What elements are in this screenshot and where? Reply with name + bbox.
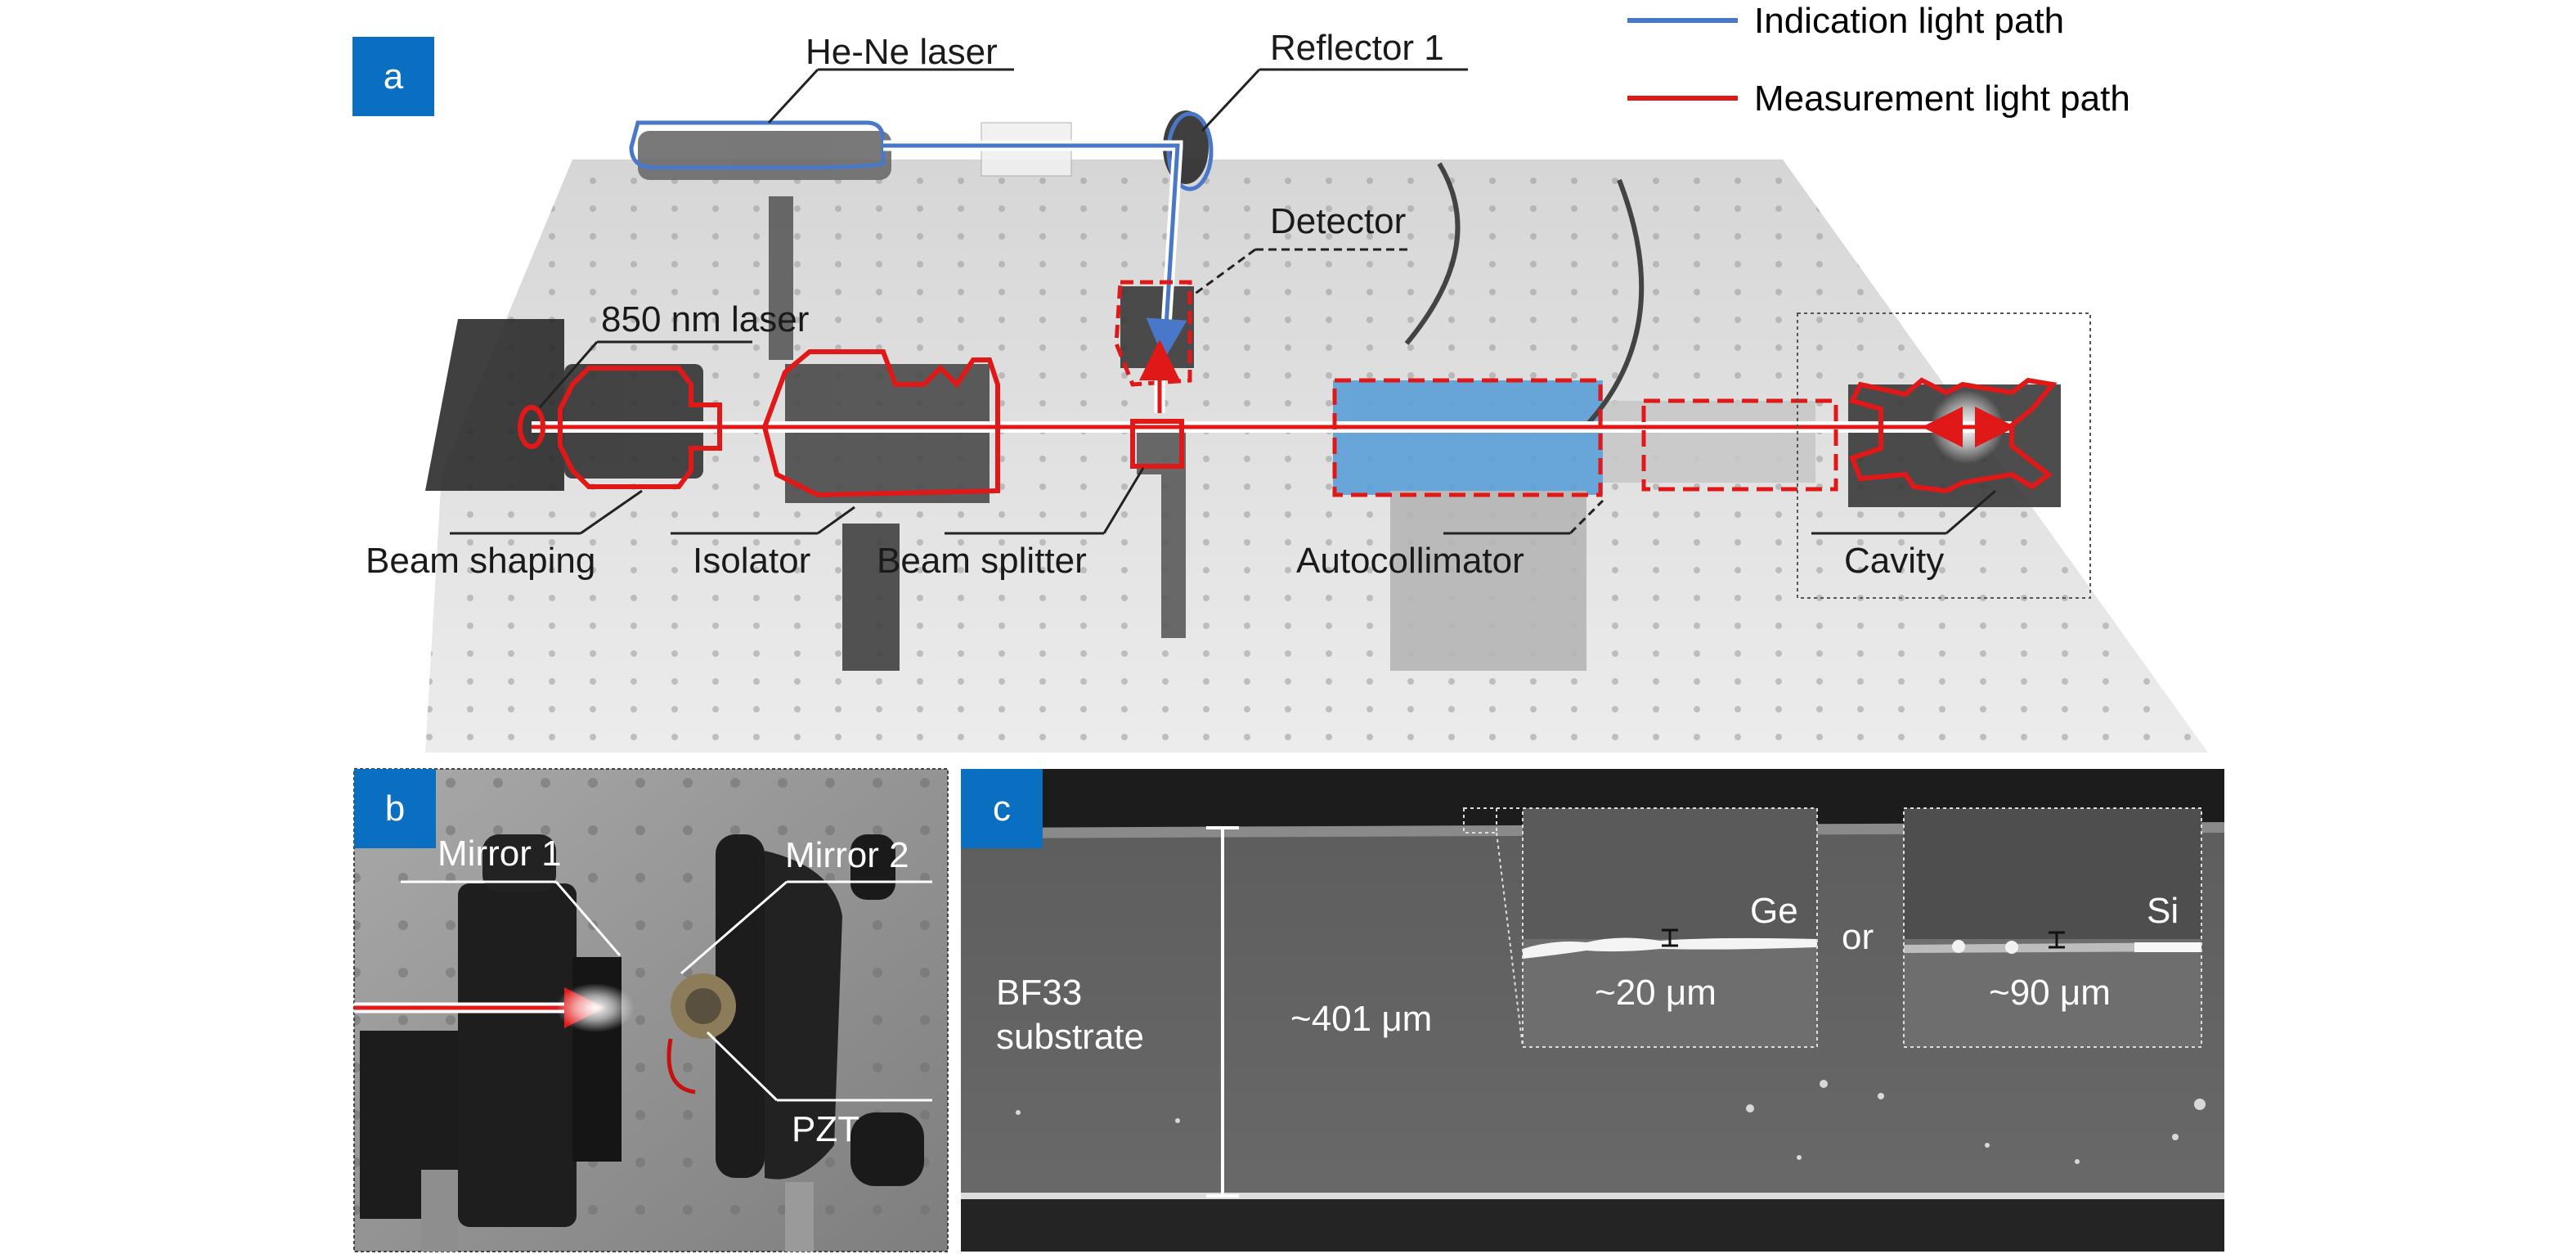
- panel-c: Ge ~20 μm or Si ~90 μm BF33 substrate ~4…: [961, 769, 2224, 1252]
- leader-lines: [450, 68, 1996, 535]
- label-beam-splitter: Beam splitter: [877, 541, 1087, 581]
- beam-shaping-outline: [558, 366, 722, 489]
- substrate-word: substrate: [996, 1017, 1144, 1057]
- laser850-outline: [518, 405, 545, 449]
- thickness-scale-bar: [1206, 826, 1239, 1198]
- inset-si-material: Si: [2147, 891, 2179, 931]
- label-autocollimator: Autocollimator: [1296, 541, 1524, 581]
- panel-a-label-box: [352, 37, 434, 116]
- component-labels: He-Ne laser Reflector 1 Detector 850 nm …: [366, 28, 1944, 581]
- panel-c-label: c: [993, 789, 1011, 829]
- legend: Indication light path Measurement light …: [1627, 1, 2130, 119]
- substrate-name: BF33: [996, 973, 1082, 1013]
- label-mirror2: Mirror 2: [785, 835, 909, 875]
- mirror-mounts: [360, 834, 924, 1252]
- indication-light-path: [629, 111, 1214, 360]
- sem-particles: [1016, 1080, 2206, 1164]
- hene-laser-outline: [629, 120, 886, 170]
- isolator-outline: [761, 349, 1000, 498]
- cavity-outline: [1848, 377, 2058, 494]
- inset-ge-material: Ge: [1750, 891, 1798, 931]
- panel-c-label-box: [961, 769, 1043, 848]
- zoom-source-box: [1463, 807, 1497, 834]
- indication-beam: [883, 143, 1187, 360]
- label-850nm-laser: 850 nm laser: [601, 299, 809, 339]
- panel-a: a Indication light path Measurement ligh…: [352, 1, 2208, 753]
- inset-ge: Ge ~20 μm: [1522, 807, 1818, 1048]
- inset-si-thickness: ~90 μm: [1989, 973, 2111, 1013]
- cavity-region-box: [1797, 312, 2091, 599]
- panel-b-leaders: [401, 880, 932, 1102]
- panel-b-label: b: [385, 789, 405, 829]
- substrate-thickness: ~401 μm: [1290, 999, 1432, 1039]
- reflector1-outline: [1166, 111, 1214, 191]
- label-mirror1: Mirror 1: [438, 834, 562, 874]
- legend-indication-label: Indication light path: [1754, 1, 2064, 41]
- label-hene-laser: He-Ne laser: [806, 32, 998, 72]
- measurement-light-path: [518, 280, 2091, 599]
- inset-ge-thickness: ~20 μm: [1595, 973, 1717, 1013]
- panel-a-label: a: [384, 56, 404, 97]
- legend-measurement-label: Measurement light path: [1754, 79, 2130, 119]
- label-reflector1: Reflector 1: [1270, 28, 1444, 68]
- panel-b-labels: Mirror 1 Mirror 2 PZT: [438, 834, 909, 1149]
- label-isolator: Isolator: [693, 541, 810, 581]
- label-cavity: Cavity: [1844, 541, 1944, 581]
- inset-si: Si ~90 μm: [1903, 807, 2202, 1048]
- label-detector: Detector: [1270, 201, 1406, 241]
- panel-b-label-box: [354, 769, 436, 848]
- autocollimator-outline: [1332, 378, 1603, 497]
- autocollimator-tube-outline: [1641, 398, 1838, 492]
- panel-b: b Mirror 1 Mirror 2 PZT: [353, 768, 949, 1252]
- label-or: or: [1842, 917, 1874, 957]
- beam-splitter-outline: [1130, 419, 1184, 469]
- label-beam-shaping: Beam shaping: [366, 541, 595, 581]
- label-pzt: PZT: [792, 1109, 859, 1149]
